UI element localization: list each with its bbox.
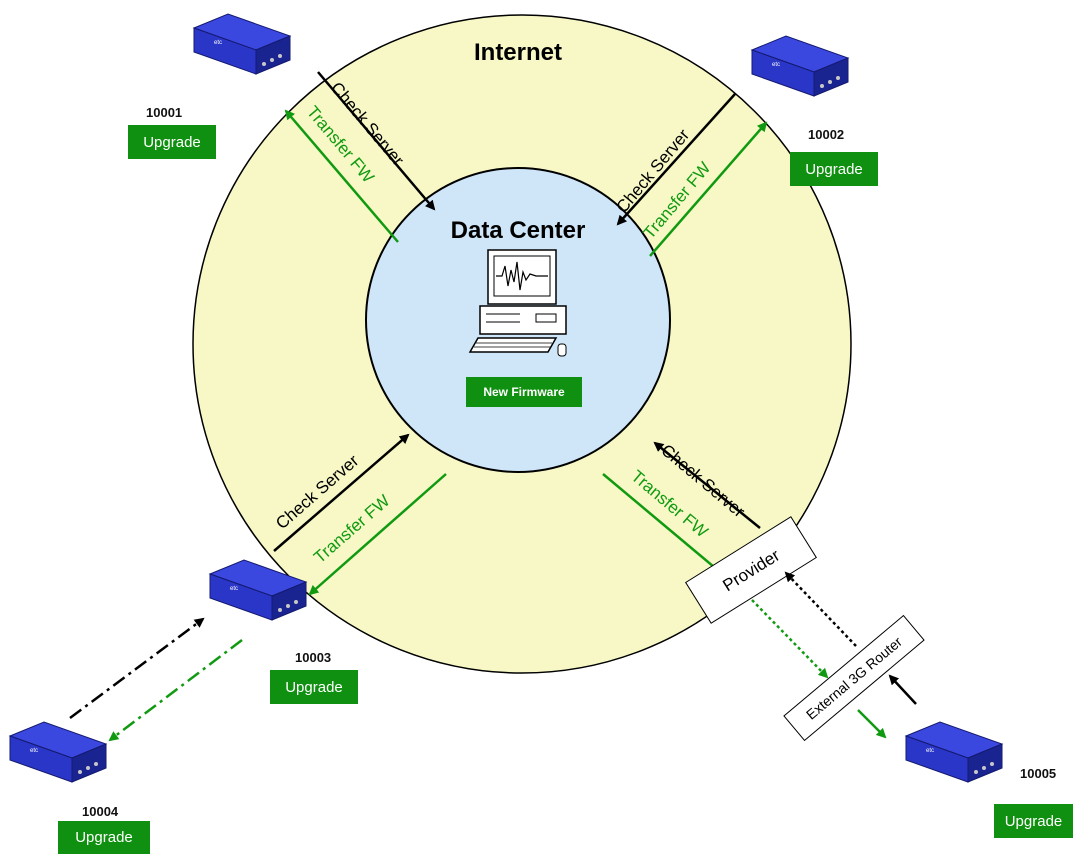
upgrade-button-10001[interactable]: Upgrade xyxy=(128,125,216,159)
device-icon xyxy=(9,721,107,783)
new-firmware-button[interactable]: New Firmware xyxy=(466,377,582,407)
device-icon xyxy=(905,721,1003,783)
device-id-10005: 10005 xyxy=(1020,766,1057,781)
arrow-icon xyxy=(273,433,410,552)
upgrade-button-10005[interactable]: Upgrade xyxy=(994,804,1073,838)
datacenter-label: Data Center xyxy=(451,217,586,244)
computer-icon xyxy=(468,249,567,357)
arrow-icon xyxy=(616,93,736,226)
upgrade-button-10003[interactable]: Upgrade xyxy=(270,670,358,704)
arrow-icon xyxy=(602,473,722,574)
router-label: External 3G Router xyxy=(803,633,905,723)
device-id-10002: 10002 xyxy=(808,127,845,142)
arrow-icon xyxy=(284,109,399,243)
arrow-icon xyxy=(888,674,917,705)
device-id-10001: 10001 xyxy=(146,105,183,120)
arrow-icon xyxy=(751,599,829,679)
arrow-icon xyxy=(69,617,205,720)
arrow-icon xyxy=(649,121,768,257)
arrow-icon xyxy=(108,639,243,742)
upgrade-button-10004[interactable]: Upgrade xyxy=(58,821,150,854)
upgrade-button-10002[interactable]: Upgrade xyxy=(790,152,878,186)
device-icon xyxy=(193,13,291,75)
device-icon xyxy=(751,35,849,97)
arrow-icon xyxy=(857,709,887,739)
arrow-icon xyxy=(308,473,447,596)
device-id-10003: 10003 xyxy=(295,650,332,665)
arrow-icon xyxy=(653,441,761,529)
device-id-10004: 10004 xyxy=(82,804,119,819)
arrow-icon xyxy=(317,71,436,211)
router-box: External 3G Router xyxy=(783,614,925,742)
internet-label: Internet xyxy=(474,39,562,66)
arrow-icon xyxy=(784,571,857,647)
